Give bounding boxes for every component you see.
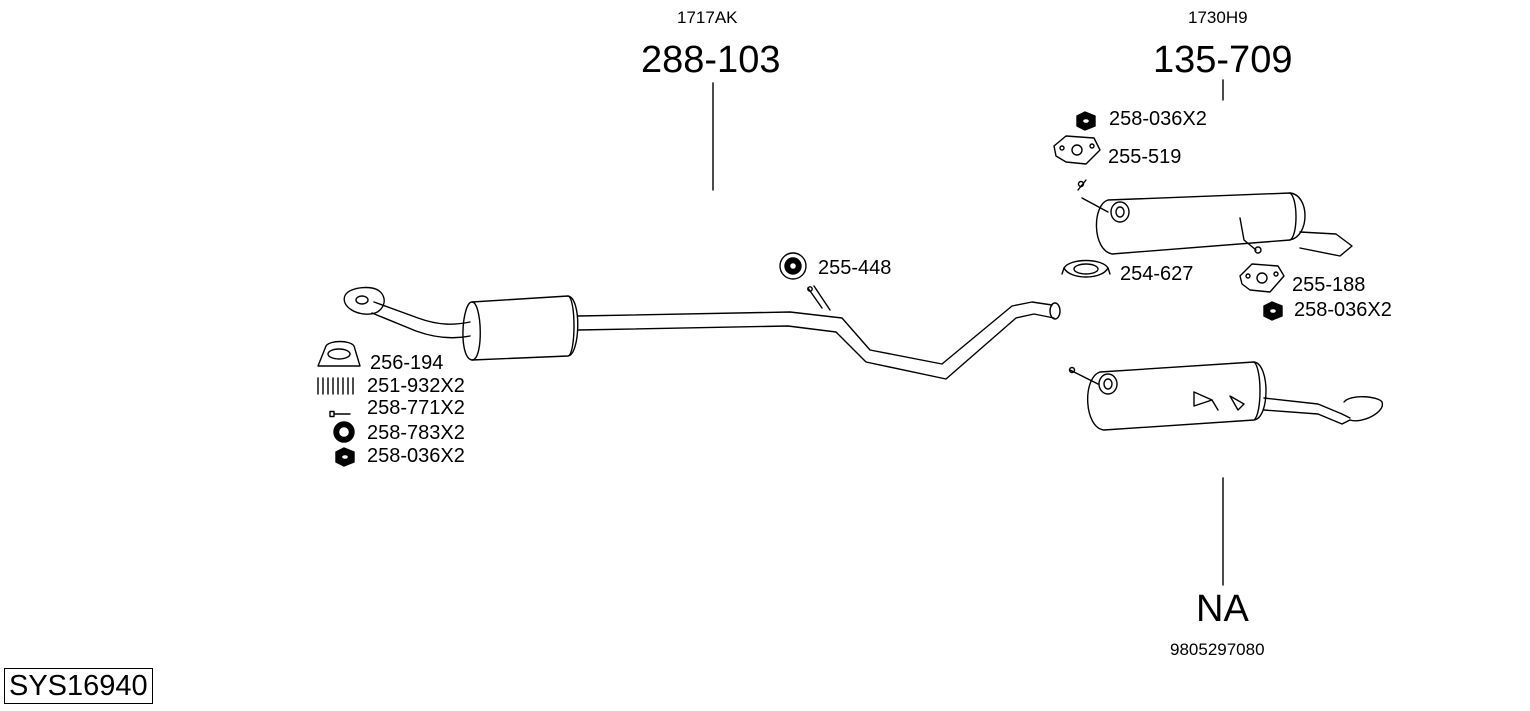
fitting-label: 258-771X2 — [367, 397, 465, 419]
part-number-label: NA — [1196, 588, 1249, 630]
fitting-label: 255-448 — [818, 257, 892, 279]
fitting-label: 258-036X2 — [367, 445, 465, 467]
fitting-label: 255-188 — [1292, 274, 1366, 296]
part-ref-label: 9805297080 — [1170, 640, 1265, 659]
part-number-label: 288-103 — [641, 39, 781, 81]
rear-silencer-lower — [1068, 361, 1383, 431]
rear-silencer-upper — [1077, 179, 1353, 257]
clamp-bracket-icon — [1239, 263, 1285, 293]
rubber-hanger-icon — [779, 252, 807, 280]
nut-icon — [1263, 301, 1283, 321]
nut-icon — [335, 447, 355, 467]
bolt-icon — [329, 410, 351, 418]
nut-icon — [1076, 111, 1096, 131]
pipe-clamp-icon — [1061, 259, 1111, 278]
system-code-box: SYS16940 — [4, 668, 153, 704]
fitting-label: 255-519 — [1108, 146, 1182, 168]
fitting-label: 251-932X2 — [367, 375, 465, 397]
part-number-label: 135-709 — [1153, 39, 1293, 81]
part-ref-label: 1717AK — [677, 8, 738, 27]
fitting-label: 258-783X2 — [367, 422, 465, 444]
fitting-label: 256-194 — [370, 352, 444, 374]
clamp-bracket-icon — [1053, 135, 1101, 165]
spring-icon — [317, 377, 354, 395]
fitting-label: 258-036X2 — [1294, 299, 1392, 321]
front-pipe-with-silencer — [343, 285, 1061, 380]
washer-icon — [333, 421, 355, 443]
fitting-label: 254-627 — [1120, 263, 1194, 285]
part-ref-label: 1730H9 — [1188, 8, 1248, 27]
fitting-label: 258-036X2 — [1109, 108, 1207, 130]
gasket-icon — [317, 340, 361, 367]
